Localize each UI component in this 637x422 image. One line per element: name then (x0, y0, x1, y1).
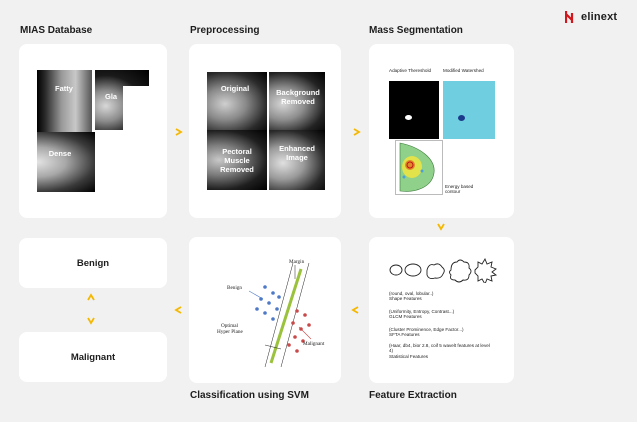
preprocessing-title: Preprocessing (190, 25, 260, 36)
classification-title: Classification using SVM (190, 390, 309, 401)
watershed-image (443, 81, 495, 139)
background-removed-label: Background Removed (276, 88, 320, 106)
original-label: Original (220, 84, 250, 93)
svm-benign-label: Benign (227, 285, 242, 291)
chevron-right-icon (353, 128, 361, 136)
feature-shape: (round, oval, lobular..) Shape Features (389, 291, 434, 302)
shape-outlines (389, 257, 498, 283)
chevron-left-icon (351, 306, 359, 314)
dense-label: Dense (48, 149, 72, 158)
energy-contour-label: Energy based contour (445, 184, 474, 195)
segmentation-title: Mass Segmentation (369, 25, 463, 36)
fatty-label: Fatty (55, 84, 73, 93)
mias-card: Fatty Gla Dense (19, 44, 167, 218)
modified-watershed-label: Modified Watershed (443, 68, 484, 73)
chevron-up-icon (87, 293, 95, 301)
preprocessing-card: Original Background Removed Pectoral Mus… (189, 44, 341, 218)
adaptive-threshold-image (389, 81, 439, 139)
svm-diagram: Benign Margin Optimal Hyper Plane Malign… (217, 259, 325, 368)
pectoral-removed-image: Pectoral Muscle Removed (207, 130, 267, 190)
chevron-right-icon (175, 128, 183, 136)
original-image: Original (207, 72, 267, 130)
fatty-image: Fatty (37, 70, 92, 134)
svm-hyperplane-label: Hyper Plane (217, 329, 243, 335)
dense-image: Dense (37, 132, 95, 192)
brand-logo: elinext (565, 10, 617, 24)
chevron-down-icon (437, 223, 445, 231)
chevron-left-icon (174, 306, 182, 314)
svm-margin-label: Margin (289, 259, 305, 265)
glandular-label: Gla (105, 92, 118, 101)
feature-extraction-card: (round, oval, lobular..) Shape Features … (369, 237, 514, 383)
background-removed-image: Background Removed (269, 72, 325, 130)
elinext-logo-icon (565, 11, 574, 23)
benign-outcome: Benign (76, 258, 110, 269)
malignant-card: Malignant (19, 332, 167, 382)
benign-card: Benign (19, 238, 167, 288)
enhanced-image: Enhanced Image (269, 130, 325, 190)
svm-malignant-label: Malignant (303, 341, 325, 347)
svm-optimal-label: Optimal (221, 323, 239, 329)
brand-name: elinext (581, 11, 618, 23)
feature-glcm: (Uniformity, Entropy, Contrast...) GLCM … (389, 309, 455, 320)
feature-sfta: (Cluster Prominence, Edge Factor...) SFT… (389, 327, 464, 338)
classification-card: Benign Margin Optimal Hyper Plane Malign… (189, 237, 341, 383)
chevron-down-icon (87, 317, 95, 325)
adaptive-threshold-label: Adaptive Thereshold (389, 68, 432, 73)
glandular-image: Gla (95, 70, 149, 130)
pectoral-removed-label: Pectoral Muscle Removed (220, 147, 254, 174)
feature-statistical: (Haar, db4, bior 2.8, coif 5 wavelt feat… (389, 343, 490, 359)
mias-title: MIAS Database (20, 25, 93, 36)
enhanced-label: Enhanced Image (279, 144, 315, 162)
feature-extraction-title: Feature Extraction (369, 390, 457, 401)
energy-contour-image (395, 140, 443, 195)
segmentation-card: Adaptive Thereshold Modified Watershed E… (369, 44, 514, 218)
malignant-outcome: Malignant (70, 352, 116, 363)
